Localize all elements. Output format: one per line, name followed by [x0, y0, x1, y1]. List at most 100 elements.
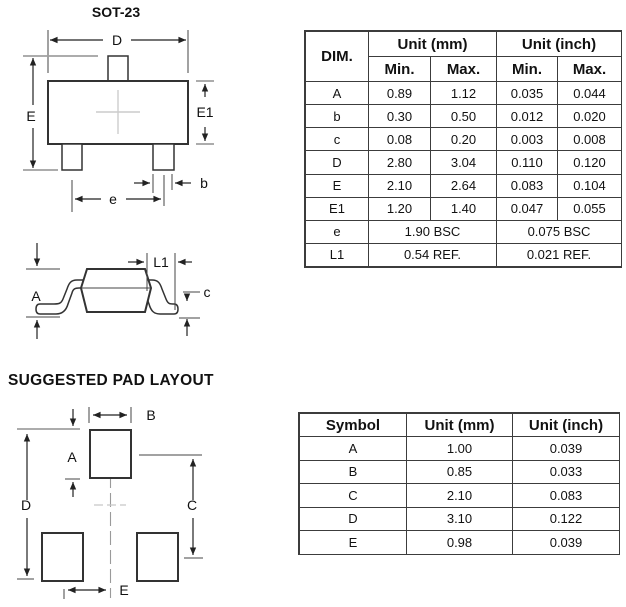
pad-a-dimension-label: A [67, 449, 77, 465]
top-lead [107, 55, 129, 82]
value-cell: 0.083 [496, 173, 558, 198]
value-cell: 2.64 [430, 173, 497, 198]
value-cell: 1.90 BSC [368, 219, 497, 244]
top-view-drawing: D E E1 [23, 30, 214, 212]
body-center-mark [96, 90, 140, 134]
value-cell: 0.020 [557, 104, 622, 129]
mm-max-header: Max. [430, 56, 497, 83]
value-cell: 0.30 [368, 104, 431, 129]
unit-inch-header: Unit (inch) [496, 30, 622, 58]
dim-cell: D [305, 150, 369, 175]
value-cell: 0.120 [557, 150, 622, 175]
a-dimension-label: A [31, 288, 41, 304]
pad-a-dimension: A [17, 409, 80, 497]
package-body-side-view [79, 268, 153, 313]
value-cell: 0.012 [496, 104, 558, 129]
dim-cell: E [305, 173, 369, 198]
dim-cell: b [305, 104, 369, 129]
table-row: E1 1.20 1.40 0.047 0.055 [305, 196, 622, 221]
pad-b-dimension-label: B [146, 407, 155, 423]
table-row: E 0.98 0.039 [299, 530, 620, 555]
table-row: b 0.30 0.50 0.012 0.020 [305, 104, 622, 129]
symbol-cell: D [299, 506, 407, 531]
value-cell: 0.85 [406, 459, 513, 484]
value-cell: 0.122 [512, 506, 620, 531]
bottom-left-lead [61, 143, 83, 171]
inch-max-header: Max. [557, 56, 622, 83]
side-view-drawing: A L1 c [26, 243, 211, 339]
dim-cell: e [305, 219, 369, 244]
e-total-dimension-label: E [26, 108, 35, 124]
e1-dimension: E1 [196, 80, 214, 145]
d-dimension: D [47, 30, 189, 73]
value-cell: 2.10 [368, 173, 431, 198]
left-gullwing-lead [35, 279, 93, 315]
e-total-dimension: E [23, 55, 98, 171]
value-cell: 0.047 [496, 196, 558, 221]
table-row: E 2.10 2.64 0.083 0.104 [305, 173, 622, 198]
pad-e-dimension-label: E [119, 582, 128, 598]
dim-cell: A [305, 81, 369, 106]
value-cell: 0.008 [557, 127, 622, 152]
unit-mm-header: Unit (mm) [368, 30, 497, 58]
value-cell: 3.10 [406, 506, 513, 531]
symbol-cell: C [299, 483, 407, 508]
bottom-left-pad [41, 532, 84, 582]
value-cell: 0.110 [496, 150, 558, 175]
table-row: A 0.89 1.12 0.035 0.044 [305, 81, 622, 106]
value-cell: 0.54 REF. [368, 242, 497, 268]
symbol-cell: B [299, 459, 407, 484]
value-cell: 0.035 [496, 81, 558, 106]
value-cell: 1.40 [430, 196, 497, 221]
dim-cell: c [305, 127, 369, 152]
value-cell: 1.20 [368, 196, 431, 221]
value-cell: 0.003 [496, 127, 558, 152]
pad-d-dimension-label: D [21, 497, 31, 513]
value-cell: 1.00 [406, 436, 513, 461]
symbol-cell: A [299, 436, 407, 461]
dim-col-header: DIM. [305, 30, 369, 83]
symbol-col-header: Symbol [299, 413, 407, 437]
b-dimension-label: b [200, 175, 208, 191]
value-cell: 0.50 [430, 104, 497, 129]
value-cell: 0.039 [512, 436, 620, 461]
value-cell: 0.033 [512, 459, 620, 484]
e1-dimension-label: E1 [196, 104, 213, 120]
inch-min-header: Min. [496, 56, 558, 83]
table-row: C 2.10 0.083 [299, 483, 620, 508]
table-row: D 3.10 0.122 [299, 506, 620, 531]
pad-c-dimension: C [139, 454, 203, 559]
value-cell: 0.104 [557, 173, 622, 198]
e-pitch-dimension: e [71, 175, 165, 212]
pad-layout-heading: SUGGESTED PAD LAYOUT [8, 372, 214, 389]
pad-layout-drawing: B A D [17, 407, 203, 599]
symbol-cell: E [299, 530, 407, 555]
value-cell: 0.075 BSC [496, 219, 622, 244]
mm-min-header: Min. [368, 56, 431, 83]
package-title: SOT-23 [91, 4, 141, 20]
pad-layout-table: Symbol Unit (mm) Unit (inch) A 1.00 0.03… [299, 413, 620, 555]
value-cell: 0.98 [406, 530, 513, 555]
pad-b-dimension: B [88, 407, 156, 423]
c-dimension: c [179, 284, 211, 336]
l1-dimension: L1 [128, 253, 192, 310]
value-cell: 0.044 [557, 81, 622, 106]
c-dimension-label: c [204, 284, 211, 300]
value-cell: 2.10 [406, 483, 513, 508]
table-row: c 0.08 0.20 0.003 0.008 [305, 127, 622, 152]
value-cell: 2.80 [368, 150, 431, 175]
dimension-table-container: DIM. Unit (mm) Unit (inch) Min. Max. Min… [304, 30, 622, 268]
pad-unit-inch-header: Unit (inch) [512, 413, 620, 437]
value-cell: 0.08 [368, 127, 431, 152]
dim-cell: E1 [305, 196, 369, 221]
dimension-table: DIM. Unit (mm) Unit (inch) Min. Max. Min… [305, 30, 622, 268]
value-cell: 0.20 [430, 127, 497, 152]
bottom-right-pad [136, 532, 179, 582]
table-row: e 1.90 BSC 0.075 BSC [305, 219, 622, 244]
b-dimension: b [134, 174, 208, 193]
pad-e-dimension: E [63, 582, 129, 599]
value-cell: 0.021 REF. [496, 242, 622, 268]
value-cell: 0.89 [368, 81, 431, 106]
value-cell: 1.12 [430, 81, 497, 106]
